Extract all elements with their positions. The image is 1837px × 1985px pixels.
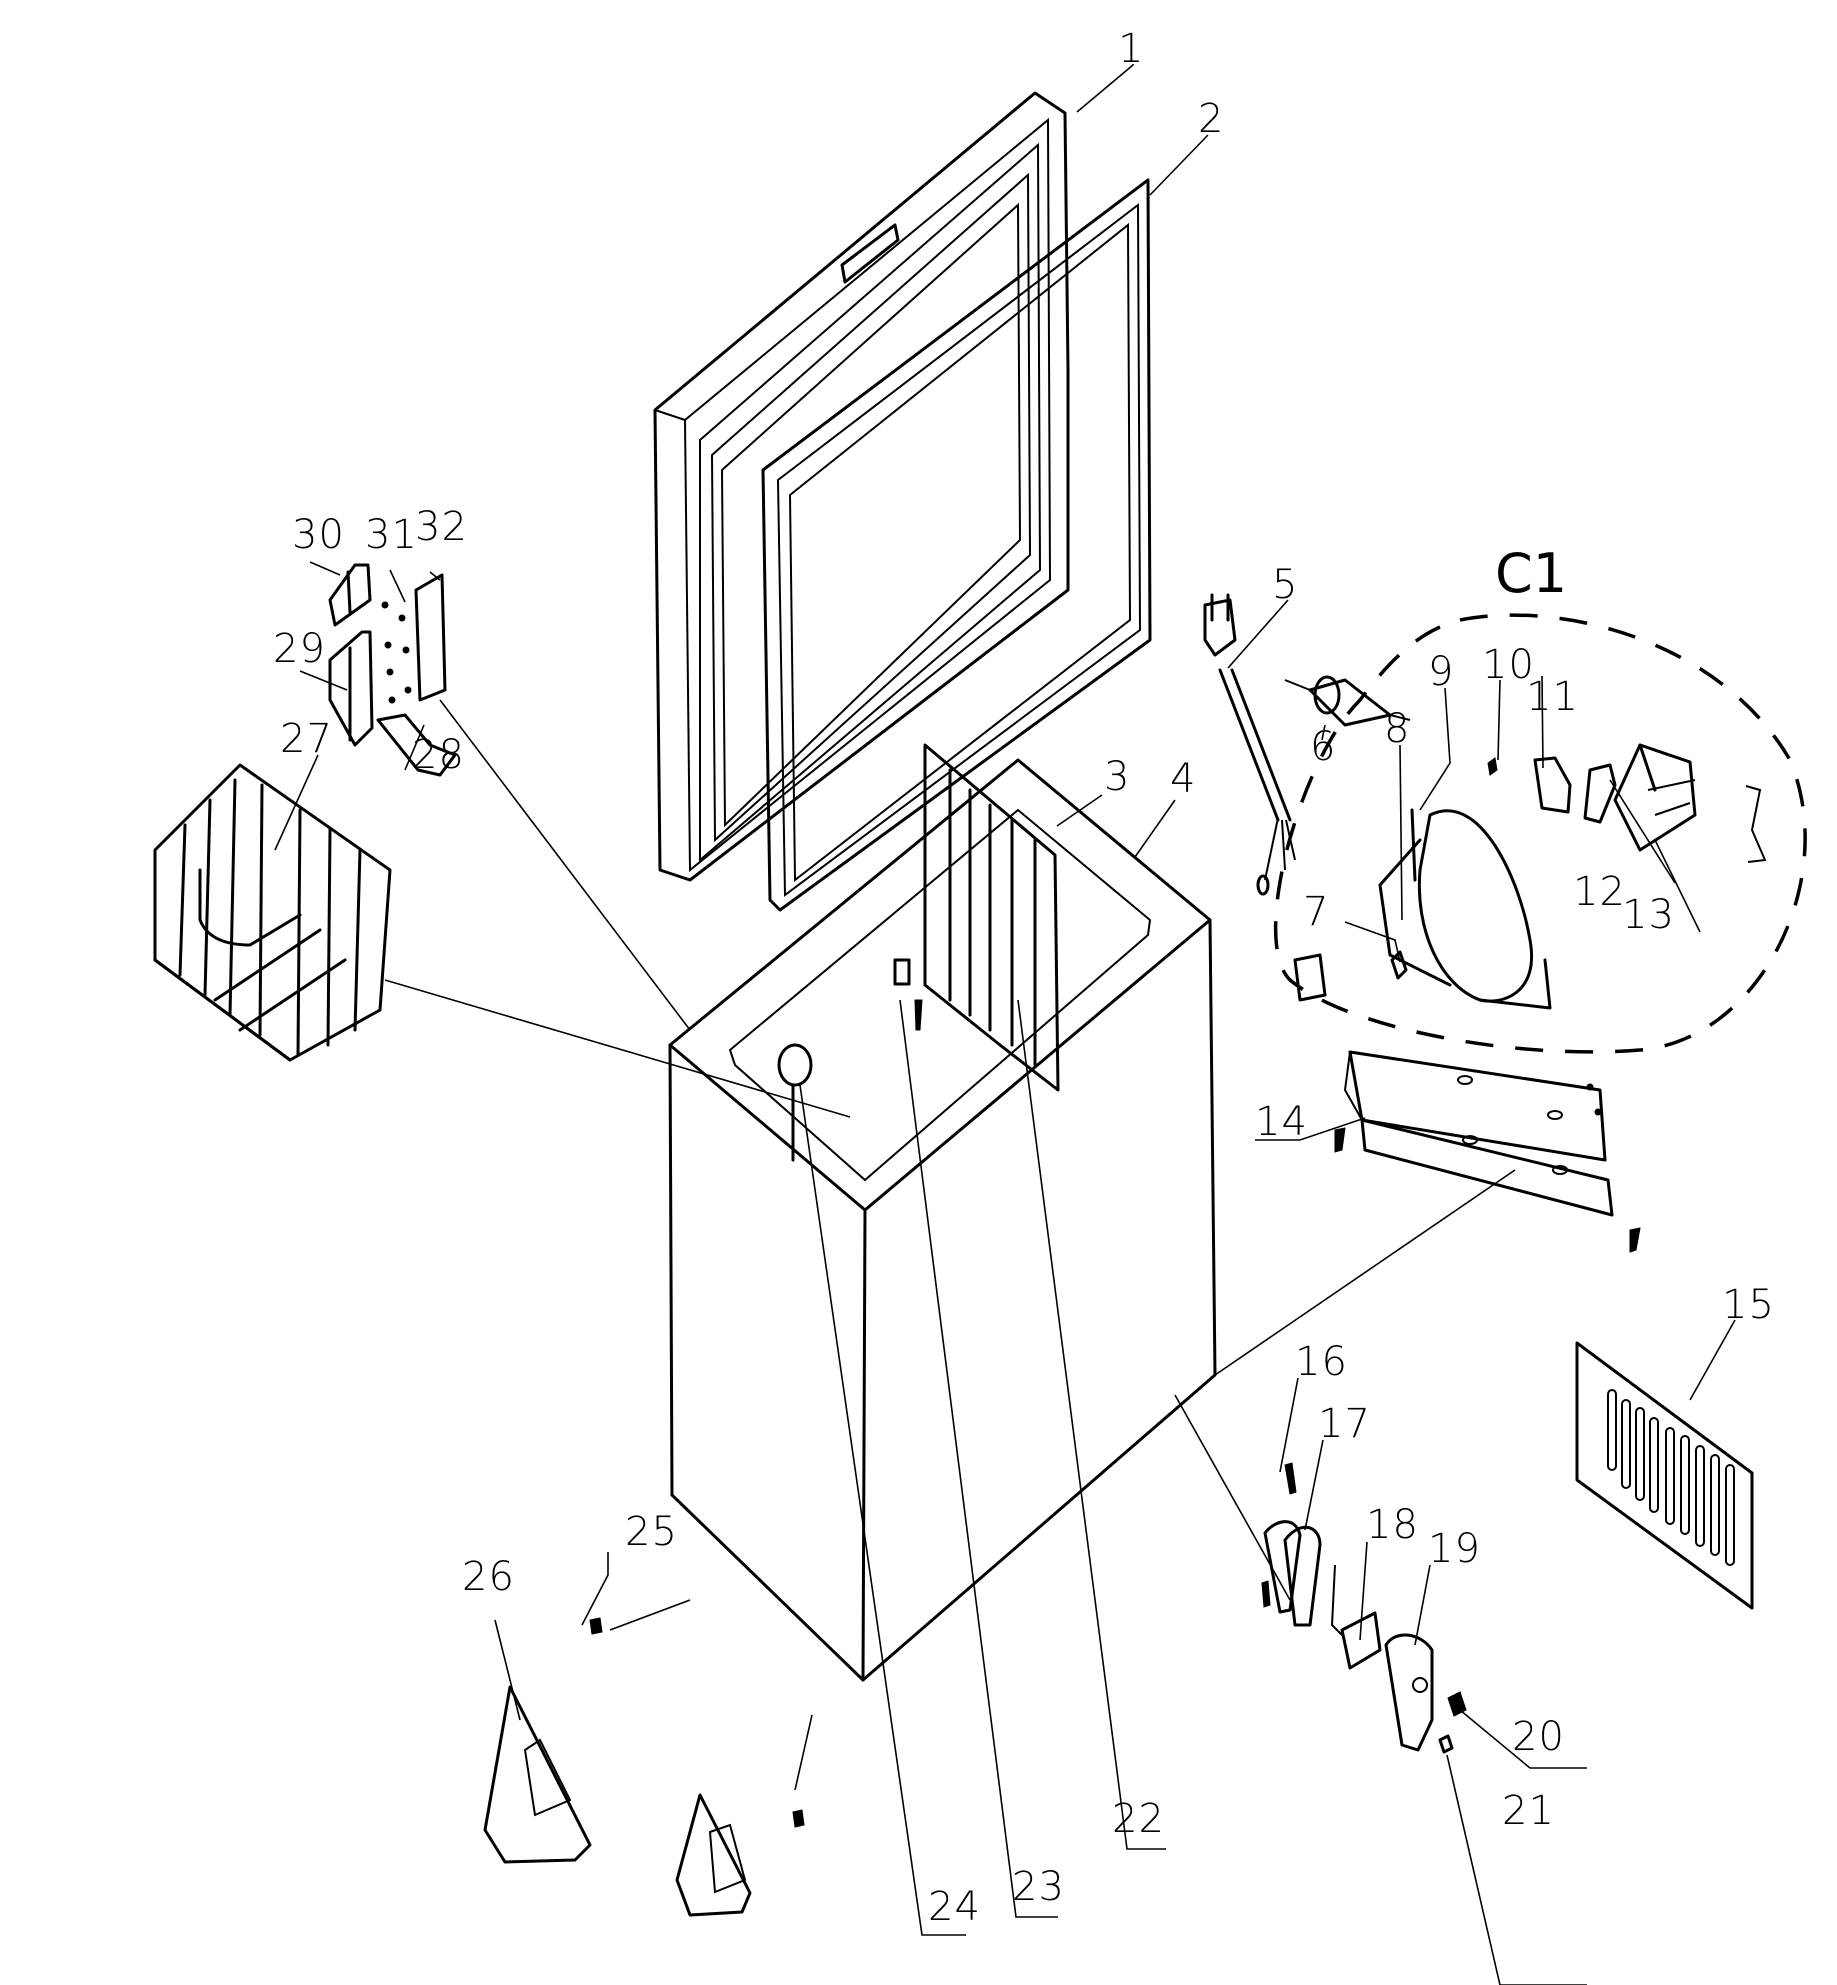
callout-leaders: [274, 64, 1736, 1985]
callout-7: 7: [1303, 889, 1329, 935]
part-thermostat-assembly: [1261, 1462, 1467, 1754]
assembly-guide-lines: [384, 699, 1516, 1791]
callout-22: 22: [1112, 1796, 1165, 1842]
callout-16: 16: [1295, 1339, 1348, 1385]
callout-20: 20: [1512, 1714, 1565, 1760]
callout-1: 1: [1118, 26, 1144, 72]
callout-12: 12: [1573, 869, 1626, 915]
callout-11: 11: [1526, 674, 1579, 720]
part-wire-basket: [153, 763, 392, 1062]
callout-21: 21: [1502, 1788, 1555, 1834]
callout-17: 17: [1318, 1401, 1371, 1447]
callout-30: 30: [292, 512, 345, 558]
callout-9: 9: [1428, 649, 1454, 695]
callout-32: 32: [415, 504, 468, 550]
callout-19: 19: [1428, 1526, 1481, 1572]
part-gasket: [761, 178, 1152, 912]
callout-5: 5: [1272, 562, 1298, 608]
callout-15: 15: [1722, 1282, 1775, 1328]
group-label-c1: C1: [1495, 542, 1567, 605]
callout-28: 28: [412, 732, 465, 778]
part-capacitor: [1284, 675, 1411, 727]
part-cabinet: [668, 758, 1217, 1682]
callout-18: 18: [1366, 1502, 1419, 1548]
callout-27: 27: [280, 716, 333, 762]
part-power-cord: [1203, 593, 1296, 896]
callout-23: 23: [1012, 1864, 1065, 1910]
part-compressor-bracket: [1293, 953, 1641, 1253]
callout-25: 25: [625, 1509, 678, 1555]
callout-29: 29: [273, 626, 326, 672]
callout-31: 31: [365, 512, 418, 558]
part-feet: [483, 1617, 805, 1917]
callout-10: 10: [1482, 642, 1535, 688]
callout-4: 4: [1170, 756, 1196, 802]
callout-6: 6: [1310, 724, 1336, 770]
part-inner-fittings: [777, 958, 923, 1162]
screws-31: [381, 601, 412, 704]
part-hinge-assembly: [328, 563, 457, 777]
callout-24: 24: [928, 1884, 981, 1930]
part-rear-grille: [1575, 1341, 1754, 1610]
part-divider: [923, 743, 1060, 1092]
callout-labels: 1 2 3 4 5 6 7 8 9 10 11 12 13 14 15 16 1…: [273, 26, 1775, 1930]
part-compressor: [1378, 808, 1552, 1010]
part-lid: [653, 91, 1070, 882]
callout-14: 14: [1255, 1099, 1308, 1145]
part-relay-components: [1390, 743, 1767, 980]
callout-2: 2: [1198, 96, 1224, 142]
callout-8: 8: [1384, 706, 1410, 752]
callout-3: 3: [1104, 754, 1130, 800]
callout-13: 13: [1622, 892, 1675, 938]
callout-26: 26: [462, 1554, 515, 1600]
